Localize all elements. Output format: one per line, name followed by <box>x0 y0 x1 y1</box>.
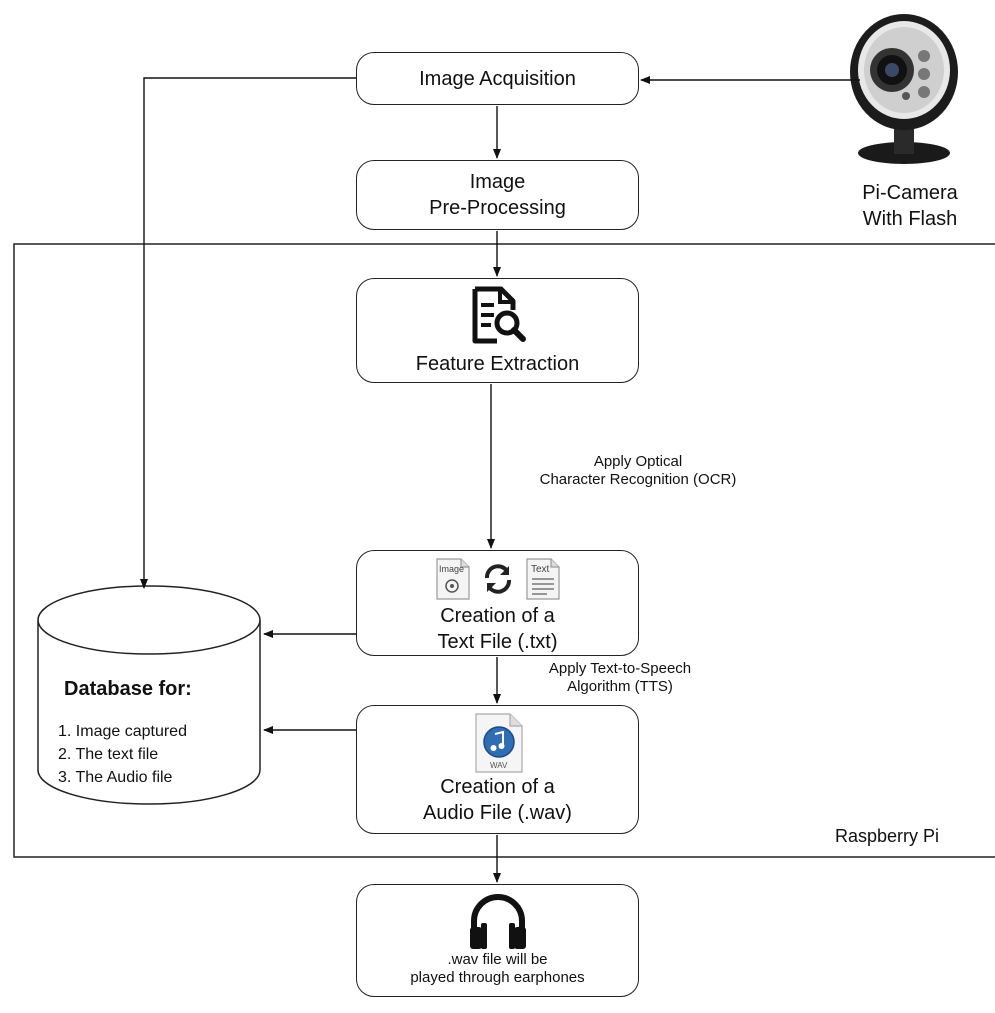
tts-edge-label-2: Algorithm (TTS) <box>567 678 673 695</box>
pre-processing-box: Image Pre-Processing <box>356 160 639 230</box>
image-acquisition-label: Image Acquisition <box>419 67 576 90</box>
document-search-icon <box>472 286 526 344</box>
earphones-output-box: .wav file will be played through earphon… <box>356 884 639 997</box>
text-file-box: Image Text Creation of a Text File (.txt… <box>356 550 639 656</box>
database-item-audio: 3. The Audio file <box>58 769 173 786</box>
image-document-label: Image <box>439 564 464 574</box>
tts-edge-label: Apply Text-to-Speech Algorithm (TTS) <box>500 660 740 696</box>
text-document-icon: Text <box>525 558 560 600</box>
pre-processing-label-2: Pre-Processing <box>429 197 566 219</box>
convert-refresh-icon <box>484 564 511 594</box>
ocr-edge-label: Apply Optical Character Recognition (OCR… <box>488 453 788 489</box>
feature-extraction-label: Feature Extraction <box>415 353 580 375</box>
camera-caption-1: Pi-Camera <box>862 182 958 204</box>
wav-file-icon: WAV <box>474 713 523 773</box>
ocr-edge-label-2: Character Recognition (OCR) <box>539 471 737 488</box>
audio-file-box: WAV Creation of a Audio File (.wav) <box>356 705 639 834</box>
ocr-edge-label-1: Apply Optical <box>593 453 683 470</box>
audio-file-label-2: Audio File (.wav) <box>423 802 572 824</box>
text-document-label: Text <box>531 564 550 575</box>
webcam-icon <box>850 14 958 164</box>
output-label-2: played through earphones <box>410 969 585 986</box>
text-file-label-1: Creation of a <box>440 605 555 627</box>
text-file-label-2: Text File (.txt) <box>437 631 558 653</box>
output-label-1: .wav file will be <box>447 951 548 968</box>
database-title: Database for: <box>64 678 192 700</box>
database-cylinder <box>37 585 261 805</box>
headphones-icon <box>469 894 526 949</box>
database-item-text: 2. The text file <box>58 746 159 763</box>
database-item-image: 1. Image captured <box>58 723 187 740</box>
wav-file-label: WAV <box>490 761 508 770</box>
pre-processing-label-1: Image <box>469 171 526 193</box>
feature-extraction-box: Feature Extraction <box>356 278 639 383</box>
raspberry-pi-label: Raspberry Pi <box>835 826 940 846</box>
audio-file-label-1: Creation of a <box>440 776 555 798</box>
image-acquisition-box: Image Acquisition <box>356 52 639 105</box>
image-to-text-icons: Image Text <box>435 557 561 601</box>
tts-edge-label-1: Apply Text-to-Speech <box>548 660 692 677</box>
arrow-acquisition-to-database <box>140 77 356 589</box>
camera-caption-2: With Flash <box>862 208 958 230</box>
image-document-icon: Image <box>435 558 470 600</box>
database-items: 1. Image captured 2. The text file 3. Th… <box>58 720 187 789</box>
camera-caption: Pi-Camera With Flash <box>840 180 980 232</box>
